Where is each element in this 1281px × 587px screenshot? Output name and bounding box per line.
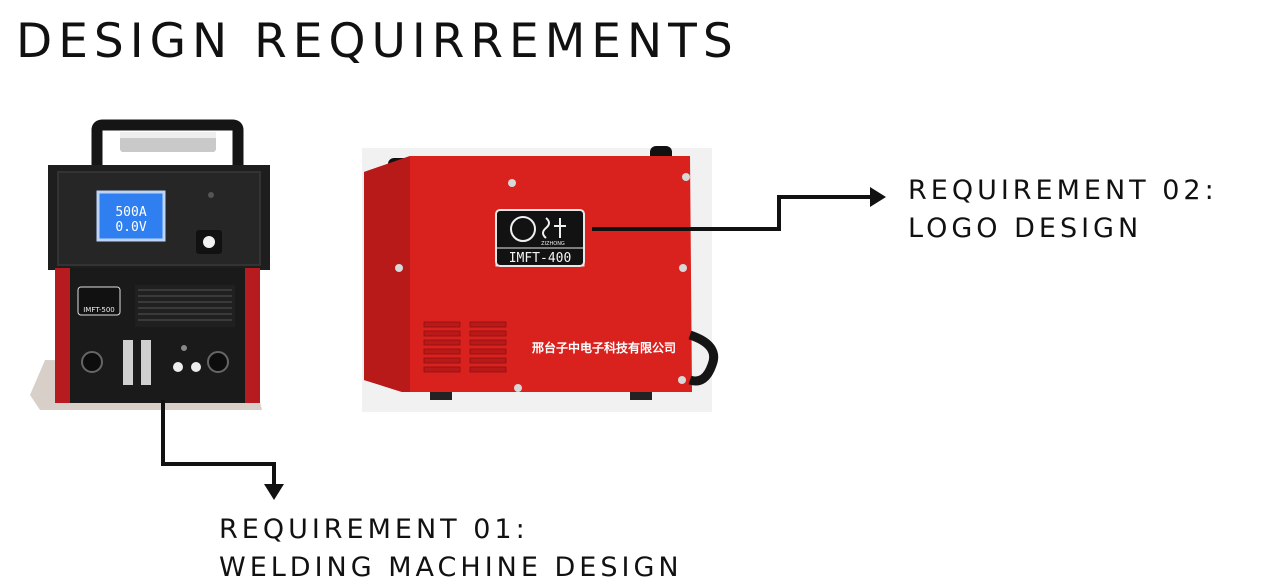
front-model-label: IMFT-500	[83, 306, 115, 314]
requirement-01-heading: REQUIREMENT 01:	[219, 514, 529, 545]
side-brand-label: ZIZHONG	[541, 241, 565, 247]
welding-machine-front-image: 500A 0.0V IMFT-500	[30, 119, 270, 410]
requirement-01: REQUIREMENT 01: WELDING MACHINE DESIGN	[219, 511, 683, 587]
display-current-readout: 500A	[115, 205, 146, 220]
company-name-label: 邢台子中电子科技有限公司	[532, 340, 676, 355]
requirement-02: REQUIREMENT 02: LOGO DESIGN	[908, 172, 1218, 248]
welding-machine-side-image: ZIZHONG IMFT-400 邢台子中电子科技有限公司	[362, 146, 719, 412]
side-model-label: IMFT-400	[509, 251, 572, 266]
page-title: DESIGN REQUIRREMENTS	[16, 14, 739, 69]
requirement-02-heading: REQUIREMENT 02:	[908, 175, 1218, 206]
arrow-to-requirement-01	[161, 400, 284, 500]
requirement-01-subject: WELDING MACHINE DESIGN	[219, 552, 683, 583]
arrow-to-requirement-02	[592, 187, 886, 231]
requirement-02-subject: LOGO DESIGN	[908, 213, 1143, 244]
display-voltage-readout: 0.0V	[115, 220, 146, 235]
